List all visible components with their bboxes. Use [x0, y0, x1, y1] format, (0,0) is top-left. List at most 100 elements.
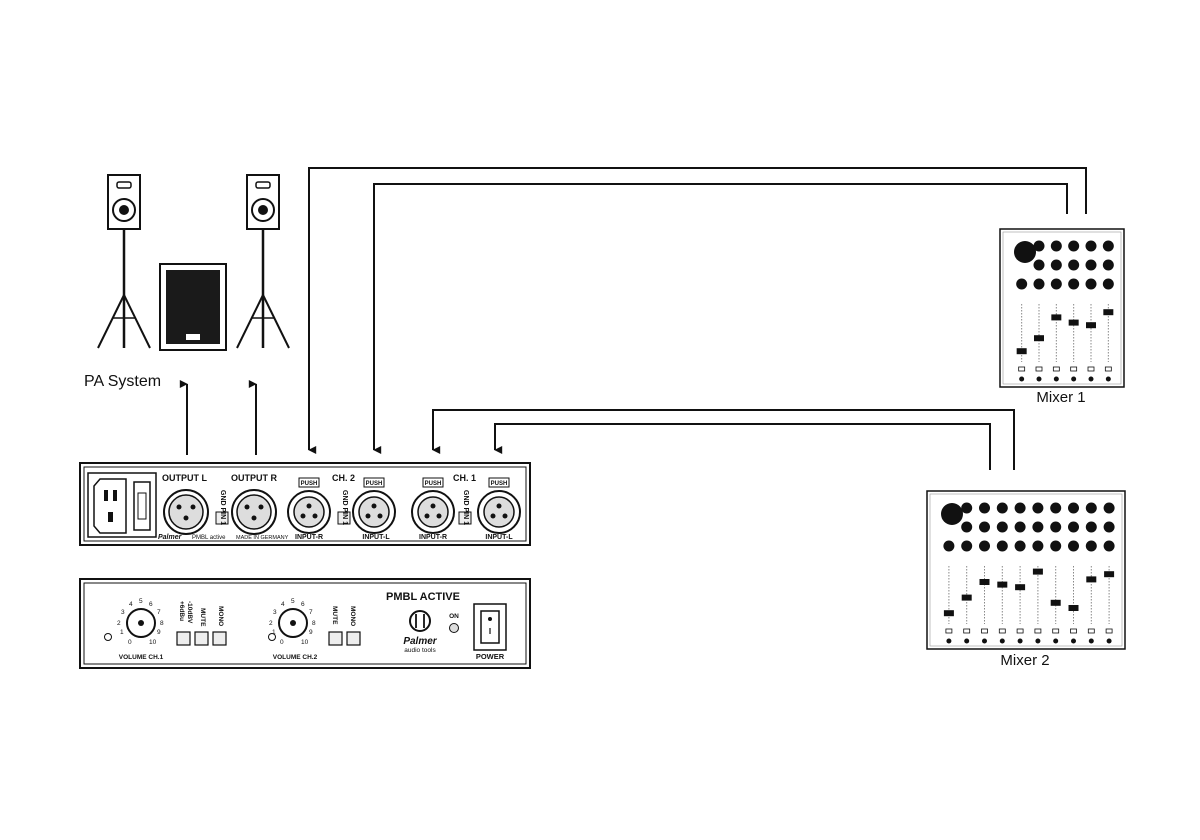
mixer-knob-icon	[1033, 278, 1045, 290]
mixer1-label: Mixer 1	[1036, 389, 1085, 406]
svg-text:0: 0	[128, 639, 132, 646]
mute-label-ch2: MUTE	[331, 606, 338, 625]
svg-text:2: 2	[117, 620, 121, 627]
ch2-input-r-label: INPUT-R	[295, 534, 323, 541]
output-l-connector[interactable]	[163, 489, 209, 535]
fader-cap-icon	[1086, 576, 1097, 583]
gnd-lift-switch-output[interactable]	[215, 511, 229, 525]
mixer2-label: Mixer 2	[1000, 652, 1049, 669]
output-r-connector[interactable]	[231, 489, 277, 535]
mixer2-to-ch1-input-r-cable	[432, 409, 1015, 470]
mixer-knob-icon	[996, 540, 1008, 552]
ch2-input-r-connector[interactable]	[287, 477, 331, 534]
ch1-input-r-label: INPUT-R	[419, 534, 447, 541]
channel-led-icon	[1019, 376, 1025, 382]
mixer-knob-icon	[979, 540, 990, 552]
mixer-knob-icon	[1068, 259, 1080, 271]
channel-button-icon	[981, 628, 988, 634]
fader-cap-icon	[943, 610, 954, 617]
channel-led-icon	[1035, 638, 1041, 644]
fader-cap-icon	[1086, 322, 1096, 329]
mixer-knob-icon	[943, 540, 955, 552]
svg-text:5: 5	[139, 598, 143, 605]
svg-text:2: 2	[269, 620, 273, 627]
fader-cap-icon	[1051, 314, 1062, 321]
mixer-knob-icon	[1050, 502, 1062, 514]
mixer-knob-icon	[1103, 540, 1115, 552]
channel-led-icon	[1053, 376, 1059, 382]
svg-text:3: 3	[121, 609, 125, 616]
output-l-label: OUTPUT L	[162, 473, 207, 483]
mixer2-controls	[941, 502, 1115, 644]
svg-text:9: 9	[309, 629, 313, 636]
right-speaker	[236, 174, 290, 349]
mixer1-to-ch2-input-l-cable	[373, 183, 1068, 454]
mixer-knob-icon	[1085, 278, 1097, 290]
fader-cap-icon	[979, 579, 990, 585]
fader-cap-icon	[997, 581, 1008, 588]
volume-ch2-knob[interactable]	[268, 608, 308, 641]
channel-led-icon	[999, 638, 1005, 644]
svg-text:0: 0	[280, 639, 284, 646]
channel-button-icon	[1034, 628, 1042, 634]
mixer1: Mixer 1	[999, 228, 1125, 406]
svg-text:4: 4	[129, 601, 133, 608]
gnd-lift-switch-ch1[interactable]	[458, 511, 472, 525]
front-title: PMBL ACTIVE	[386, 591, 460, 603]
channel-button-icon	[1052, 366, 1060, 372]
mixer-knob-icon	[1014, 540, 1026, 552]
volume-ch1-knob[interactable]	[104, 608, 156, 641]
channel-led-icon	[964, 638, 970, 644]
ch1-input-l-connector[interactable]	[477, 477, 521, 534]
channel-led-icon	[1053, 638, 1059, 644]
channel-led-icon	[1105, 376, 1111, 382]
mixer-knob-icon	[1085, 502, 1097, 514]
mute-button-ch2[interactable]	[328, 631, 343, 646]
mixer-knob-icon	[961, 502, 973, 514]
mixer2-to-ch1-input-l-cable	[494, 423, 991, 470]
fader-cap-icon	[1068, 605, 1079, 611]
mixer-knob-icon	[1085, 259, 1097, 271]
channel-led-icon	[982, 638, 987, 644]
mixer-knob-icon	[1102, 259, 1114, 271]
channel-led-icon	[1088, 376, 1094, 382]
power-switch[interactable]	[473, 603, 507, 651]
pa-system-label: PA System	[84, 373, 161, 390]
mixer-knob-icon	[1050, 259, 1062, 271]
gnd-pin-label-ch2: GND PIN 1	[341, 490, 348, 525]
mono-label-ch2: MONO	[349, 606, 356, 626]
svg-text:1: 1	[120, 629, 124, 636]
channel-led-icon	[1071, 638, 1076, 644]
mixer-knob-icon	[1050, 540, 1062, 552]
gnd-lift-switch-ch2[interactable]	[337, 511, 351, 525]
channel-button-icon	[1070, 628, 1077, 634]
mixer-knob-icon	[996, 502, 1008, 514]
mixer-knob-icon	[1102, 240, 1114, 252]
mixer-knob-icon	[1014, 502, 1026, 514]
ch2-input-l-connector[interactable]	[352, 477, 396, 534]
fader-cap-icon	[1016, 348, 1027, 355]
mixer-knob-icon	[1085, 521, 1097, 533]
mixer-knob-icon	[1085, 240, 1097, 252]
power-label: POWER	[476, 652, 505, 661]
svg-text:4: 4	[281, 601, 285, 608]
mixer1-controls	[1014, 240, 1114, 382]
mixer-knob-icon	[1068, 521, 1079, 533]
mono-label-ch1: MONO	[217, 606, 224, 626]
push-tab-ch1-l: PUSH	[491, 481, 508, 487]
level-switch-ch1[interactable]	[176, 631, 191, 646]
mono-button-ch1[interactable]	[212, 631, 227, 646]
channel-button-icon	[1018, 366, 1026, 372]
mute-button-ch1[interactable]	[194, 631, 209, 646]
ch1-input-r-connector[interactable]	[411, 477, 455, 534]
pa-system: PA System	[84, 174, 290, 390]
mute-label-ch1: MUTE	[199, 608, 206, 627]
channel-button-icon	[1104, 366, 1112, 372]
mono-button-ch2[interactable]	[346, 631, 361, 646]
channel-button-icon	[1052, 628, 1060, 634]
minus10-label: -10dBV	[186, 601, 193, 624]
mixer2: Mixer 2	[926, 490, 1126, 669]
ch2-input-l-label: INPUT-L	[362, 534, 390, 541]
